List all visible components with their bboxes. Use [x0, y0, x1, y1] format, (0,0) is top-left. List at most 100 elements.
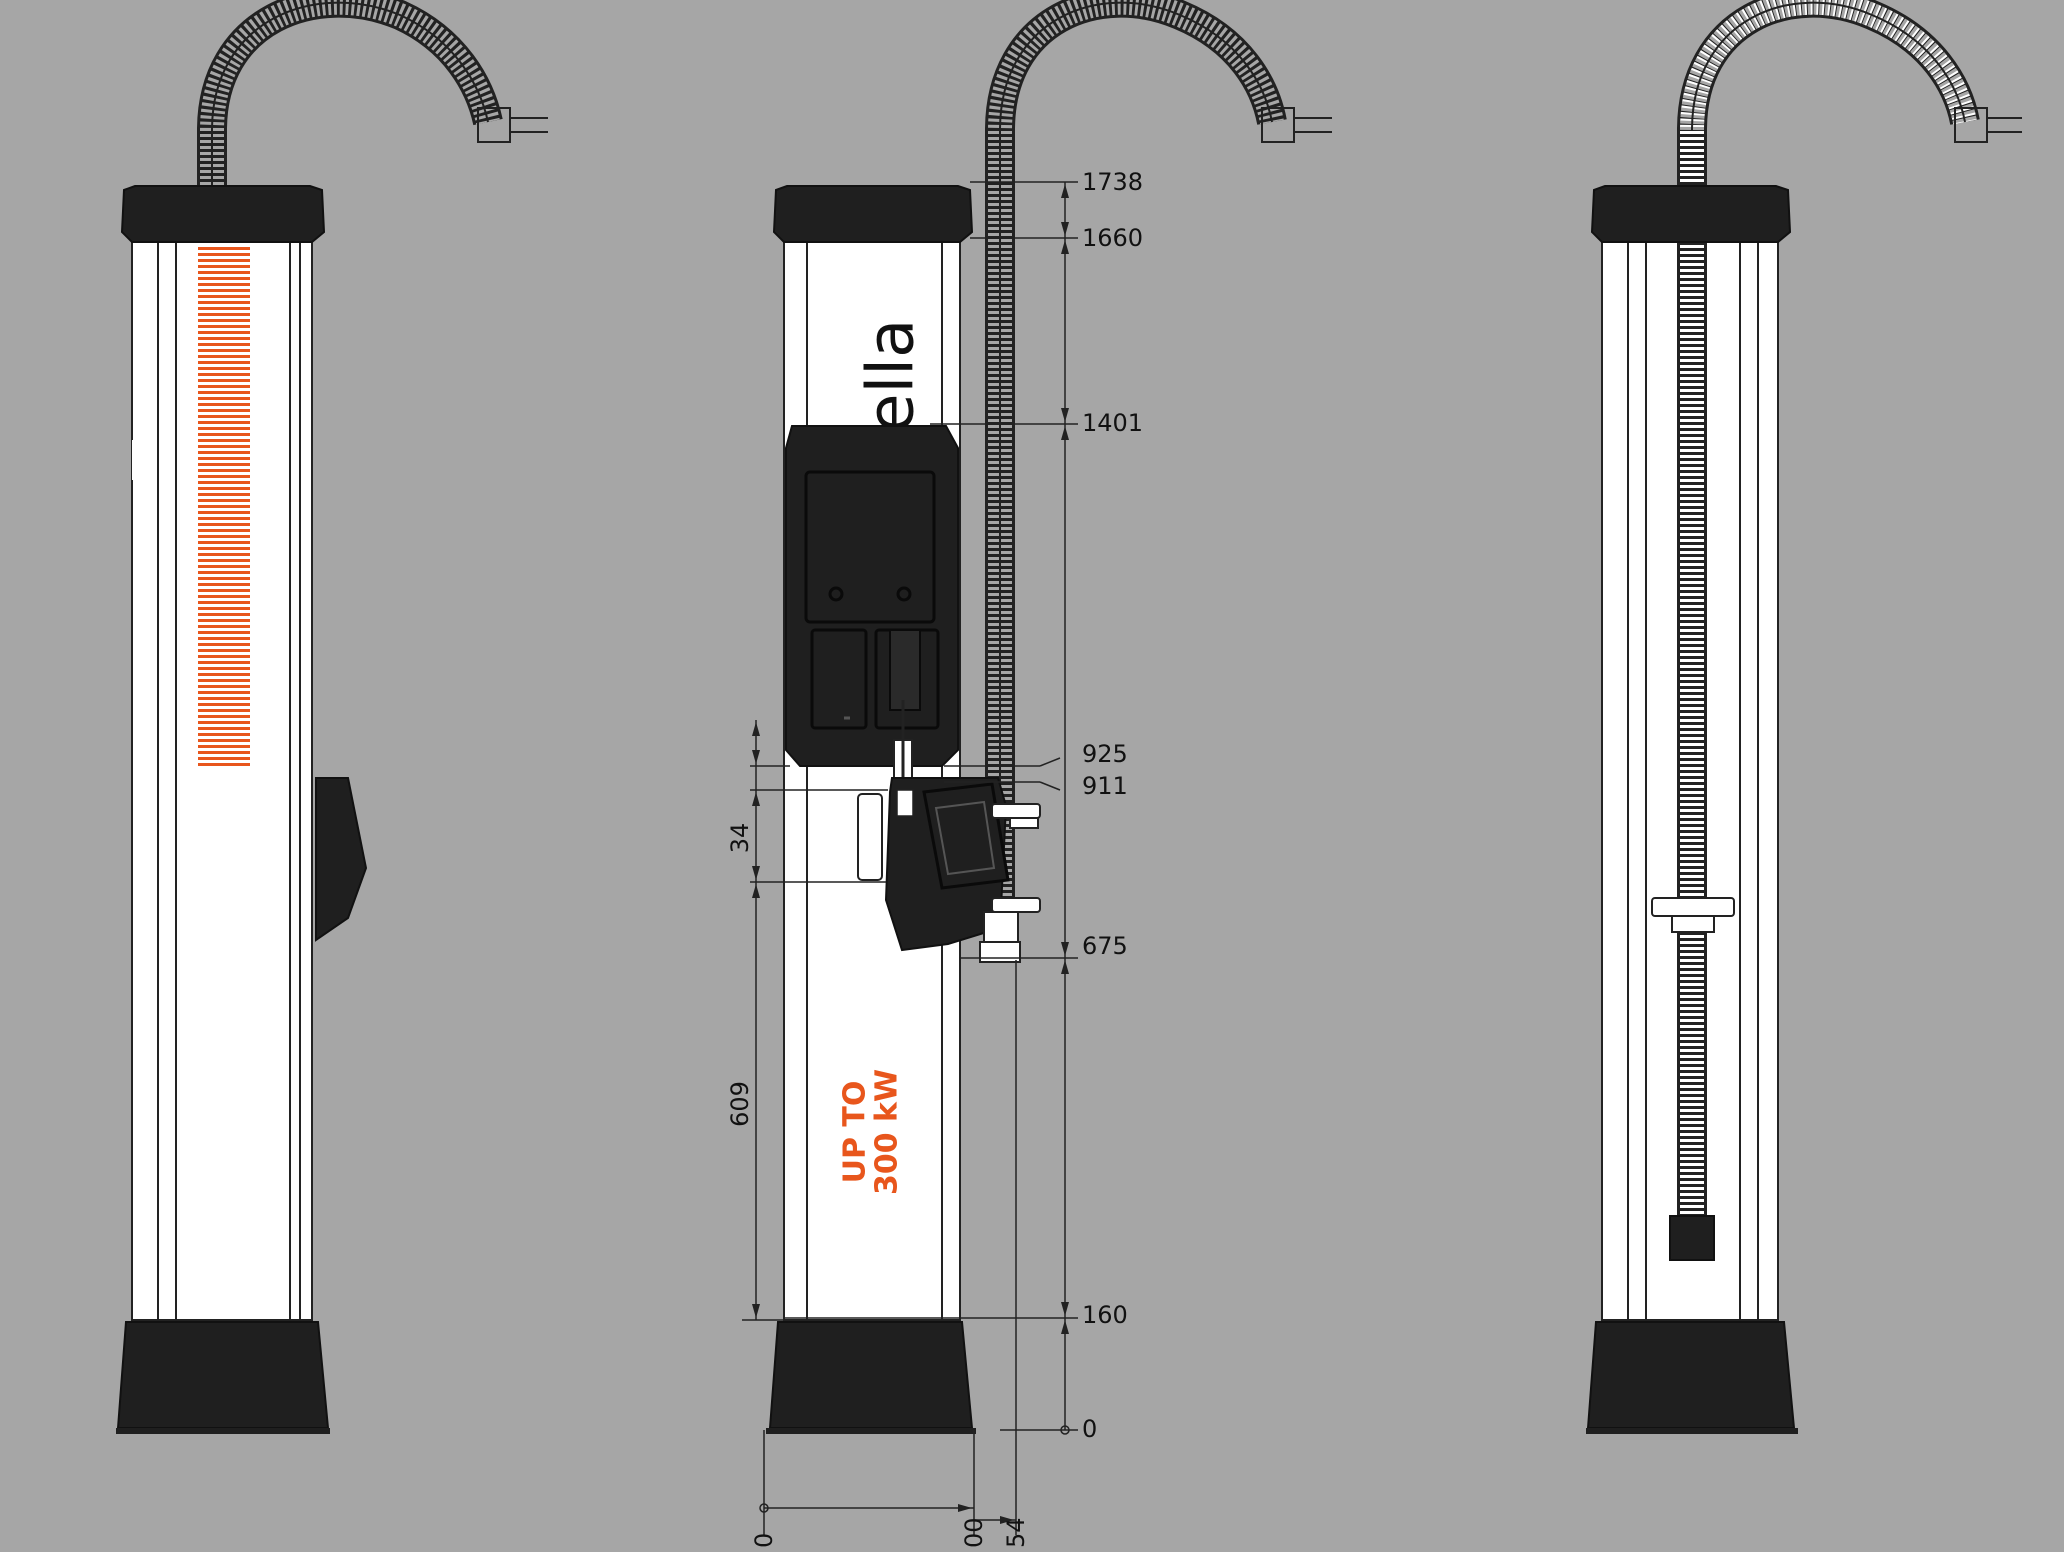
- card-reader-slot: [810, 628, 868, 730]
- orange-stripe: [198, 529, 250, 532]
- display-unit: [785, 425, 959, 767]
- orange-stripe: [198, 703, 250, 706]
- dim-label-bottom-0: 0: [750, 1533, 778, 1548]
- dim-label-925: 925: [1082, 740, 1128, 768]
- orange-stripe: [198, 625, 250, 628]
- dimension-lines: [742, 181, 1078, 1535]
- orange-stripe: [198, 721, 250, 724]
- dim-label-160: 160: [1082, 1301, 1128, 1329]
- orange-stripe: [198, 535, 250, 538]
- orange-stripe: [198, 487, 250, 490]
- orange-stripe-graphic: [198, 247, 250, 766]
- side-view-top-cap: [120, 185, 326, 243]
- orange-stripe: [198, 379, 250, 382]
- rear-view-base: [1586, 1321, 1796, 1429]
- orange-stripe: [198, 601, 250, 604]
- display-button-left: [828, 586, 844, 602]
- orange-stripe: [198, 289, 250, 292]
- dimension-arrows: [752, 184, 1069, 1524]
- orange-stripe: [198, 589, 250, 592]
- dim-label-675: 675: [1082, 932, 1128, 960]
- hose-brackets: [979, 803, 1041, 963]
- orange-stripe: [198, 553, 250, 556]
- orange-stripe: [198, 439, 250, 442]
- display-screen: [804, 470, 936, 624]
- orange-stripe: [198, 631, 250, 634]
- side-view-dispenser-profile: [315, 777, 368, 942]
- orange-stripe: [198, 547, 250, 550]
- power-label-line1: UP TO: [838, 1081, 873, 1184]
- orange-stripe: [198, 595, 250, 598]
- rear-view: [1586, 0, 2022, 1434]
- orange-stripe: [198, 421, 250, 424]
- orange-stripe: [198, 607, 250, 610]
- orange-stripe: [198, 253, 250, 256]
- orange-stripe: [198, 613, 250, 616]
- orange-stripe: [198, 247, 250, 250]
- display-button-right: [896, 586, 912, 602]
- rear-view-hose: [1677, 0, 2022, 1220]
- orange-stripe: [198, 457, 250, 460]
- orange-stripe: [198, 511, 250, 514]
- front-view: stella U: [766, 0, 1332, 1434]
- orange-stripe: [198, 433, 250, 436]
- orange-stripe: [198, 763, 250, 766]
- orange-stripe: [198, 481, 250, 484]
- orange-stripe: [198, 739, 250, 742]
- orange-stripe: [198, 517, 250, 520]
- orange-stripe: [198, 583, 250, 586]
- orange-stripe: [198, 385, 250, 388]
- orange-stripe: [198, 409, 250, 412]
- charging-connector: [884, 700, 1010, 952]
- front-view-base: [768, 1321, 974, 1429]
- orange-stripe: [198, 661, 250, 664]
- dim-label-1738: 1738: [1082, 168, 1143, 196]
- orange-stripe: [198, 325, 250, 328]
- orange-stripe: [198, 745, 250, 748]
- orange-stripe: [198, 505, 250, 508]
- orange-stripe: [198, 673, 250, 676]
- orange-stripe: [198, 667, 250, 670]
- dim-label-1660: 1660: [1082, 224, 1143, 252]
- front-view-hose: [985, 0, 1332, 950]
- orange-stripe: [198, 523, 250, 526]
- orange-stripe: [198, 619, 250, 622]
- dim-label-911: 911: [1082, 772, 1128, 800]
- orange-stripe: [198, 259, 250, 262]
- orange-stripe: [198, 571, 250, 574]
- orange-stripe: [198, 715, 250, 718]
- orange-stripe: [198, 403, 250, 406]
- orange-stripe: [198, 451, 250, 454]
- orange-stripe: [198, 277, 250, 280]
- orange-stripe: [198, 679, 250, 682]
- orange-stripe: [198, 727, 250, 730]
- orange-stripe: [198, 271, 250, 274]
- orange-stripe: [198, 313, 250, 316]
- orange-stripe: [198, 343, 250, 346]
- orange-stripe: [198, 283, 250, 286]
- orange-stripe: [198, 349, 250, 352]
- orange-stripe: [198, 265, 250, 268]
- dim-label-bottom-54: 54: [1002, 1517, 1030, 1548]
- orange-stripe: [198, 445, 250, 448]
- orange-stripe: [198, 499, 250, 502]
- orange-stripe: [198, 319, 250, 322]
- orange-stripe: [198, 361, 250, 364]
- orange-stripe: [198, 733, 250, 736]
- orange-stripe: [198, 355, 250, 358]
- side-view-base: [116, 1321, 330, 1429]
- orange-stripe: [198, 685, 250, 688]
- orange-stripe: [198, 373, 250, 376]
- orange-stripe: [198, 391, 250, 394]
- side-view-column: [131, 239, 313, 1321]
- orange-stripe: [198, 301, 250, 304]
- orange-stripe: [198, 337, 250, 340]
- front-view-top-cap: [772, 185, 974, 243]
- orange-stripe: [198, 565, 250, 568]
- orange-stripe: [198, 757, 250, 760]
- orange-stripe: [198, 559, 250, 562]
- orange-stripe: [198, 655, 250, 658]
- orange-stripe: [198, 295, 250, 298]
- orange-stripe: [198, 697, 250, 700]
- orange-stripe: [198, 307, 250, 310]
